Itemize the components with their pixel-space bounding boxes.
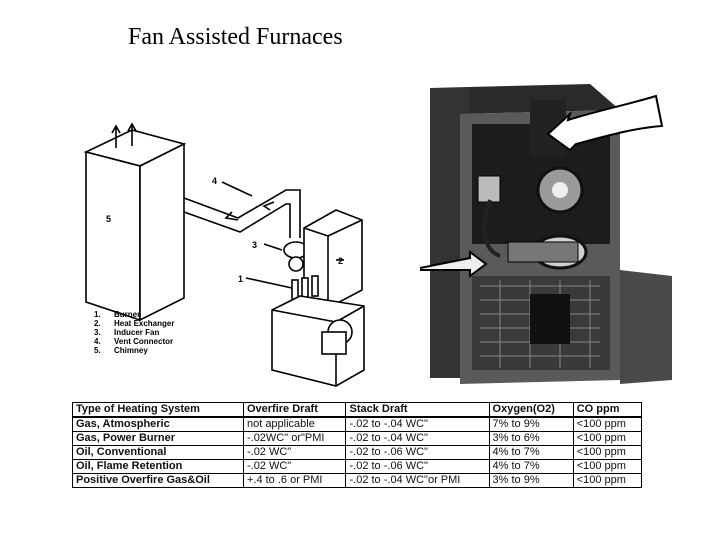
table-row: Oil, Conventional -.02 WC" -.02 to -.06 … xyxy=(72,445,643,460)
table-row: Positive Overfire Gas&Oil +.4 to .6 or P… xyxy=(72,473,643,488)
draft-reference-table: Type of Heating System Overfire Draft St… xyxy=(72,402,643,488)
callout-3: 3 xyxy=(252,240,257,250)
column-header: Oxygen(O2) xyxy=(488,402,574,418)
callout-4: 4 xyxy=(212,176,217,186)
column-header: Stack Draft xyxy=(345,402,490,418)
table-cell: 3% to 6% xyxy=(488,431,574,446)
legend-item: 1. Burner xyxy=(94,310,141,319)
table-cell: -.02 to -.04 WC"or PMI xyxy=(345,473,490,488)
diagram-legend: 1. Burner 2. Heat Exchanger 3. Inducer F… xyxy=(94,310,174,355)
table-cell: +.4 to .6 or PMI xyxy=(242,473,347,488)
callout-5: 5 xyxy=(106,214,111,224)
table-cell: Oil, Conventional xyxy=(72,445,244,460)
table-cell: -.02 to -.04 WC" xyxy=(345,431,490,446)
table-cell: -.02 WC" xyxy=(242,459,347,474)
furnace-photo-illustration xyxy=(420,84,672,384)
table-cell: Oil, Flame Retention xyxy=(72,459,244,474)
table-cell: Gas, Power Burner xyxy=(72,431,244,446)
table-cell: 7% to 9% xyxy=(488,416,574,432)
table-cell: Gas, Atmospheric xyxy=(72,416,244,432)
column-header: Overfire Draft xyxy=(242,402,347,418)
column-header: CO ppm xyxy=(572,402,643,418)
table-cell: -.02 to -.06 WC" xyxy=(345,445,490,460)
table-cell: <100 ppm xyxy=(572,445,643,460)
table-cell: -.02 to -.04 WC" xyxy=(345,416,490,432)
table-cell: 4% to 7% xyxy=(488,445,574,460)
callout-1: 1 xyxy=(238,274,243,284)
table-row: Gas, Power Burner -.02WC" or"PMI -.02 to… xyxy=(72,431,643,446)
table-cell: not applicable xyxy=(242,416,347,432)
table-cell: <100 ppm xyxy=(572,473,643,488)
column-header: Type of Heating System xyxy=(72,402,244,418)
table-cell: 4% to 7% xyxy=(488,459,574,474)
furnace-schematic-diagram: 5 4 3 1 2 xyxy=(83,122,365,387)
table-header-row: Type of Heating System Overfire Draft St… xyxy=(72,402,643,418)
table-cell: Positive Overfire Gas&Oil xyxy=(72,473,244,488)
legend-item: 2. Heat Exchanger xyxy=(94,319,175,328)
table-cell: -.02WC" or"PMI xyxy=(242,431,347,446)
callout-2: 2 xyxy=(338,256,343,266)
table-cell: -.02 to -.06 WC" xyxy=(345,459,490,474)
table-cell: 3% to 9% xyxy=(488,473,574,488)
legend-item: 4. Vent Connector xyxy=(94,337,174,346)
slide-title: Fan Assisted Furnaces xyxy=(128,24,343,50)
table-cell: <100 ppm xyxy=(572,416,643,432)
table-cell: <100 ppm xyxy=(572,431,643,446)
table-cell: <100 ppm xyxy=(572,459,643,474)
legend-item: 5. Chimney xyxy=(94,346,148,355)
table-cell: -.02 WC" xyxy=(242,445,347,460)
legend-item: 3. Inducer Fan xyxy=(94,328,160,337)
table-row: Gas, Atmospheric not applicable -.02 to … xyxy=(72,416,643,432)
table-row: Oil, Flame Retention -.02 WC" -.02 to -.… xyxy=(72,459,643,474)
